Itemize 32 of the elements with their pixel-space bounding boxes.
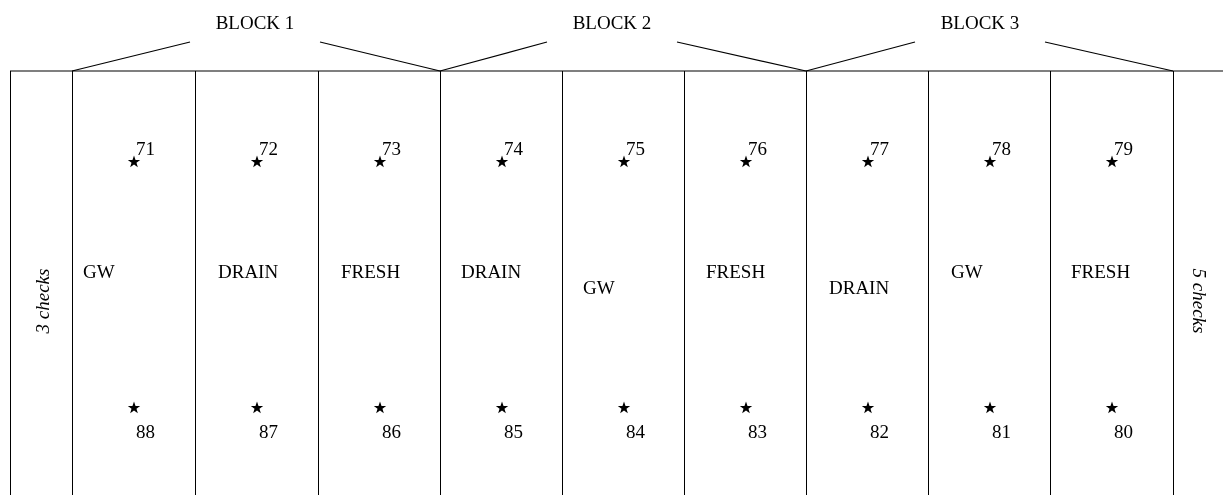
plot-number: 76 (748, 139, 767, 158)
plot-number: 77 (870, 139, 889, 158)
treatment-label: FRESH (706, 262, 766, 281)
treatment-label: DRAIN (829, 278, 890, 297)
plot-number: 80 (1114, 422, 1133, 441)
plot-number: 84 (626, 422, 645, 441)
plot-number: 79 (1114, 139, 1133, 158)
plot-number: 83 (748, 422, 767, 441)
plot-number: 73 (382, 139, 401, 158)
treatment-label: GW (583, 278, 615, 297)
treatment-label: FRESH (341, 262, 401, 281)
plot-number: 74 (504, 139, 523, 158)
check-plots-label: 3 checks (32, 268, 52, 334)
plot-number: 82 (870, 422, 889, 441)
plot-number: 81 (992, 422, 1011, 441)
plot-number: 75 (626, 139, 645, 158)
plot-number: 78 (992, 139, 1011, 158)
plot-number: 72 (259, 139, 278, 158)
treatment-label: GW (83, 262, 115, 281)
treatment-label: FRESH (1071, 262, 1131, 281)
plot-number: 87 (259, 422, 278, 441)
plot-number: 88 (136, 422, 155, 441)
plot-number: 71 (136, 139, 155, 158)
treatment-label: GW (951, 262, 983, 281)
check-plots-label: 5 checks (1189, 268, 1209, 334)
block-label: BLOCK 3 (939, 13, 1021, 32)
block-label: BLOCK 2 (571, 13, 653, 32)
block-label: BLOCK 1 (214, 13, 296, 32)
treatment-label: DRAIN (218, 262, 279, 281)
plot-number: 86 (382, 422, 401, 441)
plot-number: 85 (504, 422, 523, 441)
treatment-label: DRAIN (461, 262, 522, 281)
